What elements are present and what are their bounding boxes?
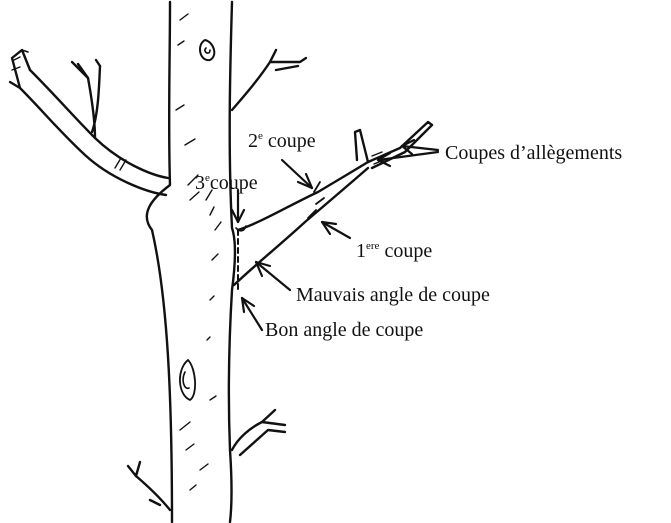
label-right-angle: Bon angle de coupe — [265, 320, 423, 340]
lower-twig — [232, 410, 285, 455]
cut3-word: coupe — [210, 172, 258, 194]
label-cut3: 3ecoupe — [195, 173, 258, 193]
cut2-number: 2 — [248, 130, 258, 152]
label-wrong-angle: Mauvais angle de coupe — [296, 285, 490, 305]
cut1-word: coupe — [379, 240, 432, 262]
upper-right-twig — [232, 50, 306, 110]
left-branch — [10, 50, 168, 195]
cut1-number: 1 — [356, 240, 366, 262]
arrow-right-angle — [242, 298, 262, 330]
label-cut2: 2e coupe — [248, 131, 316, 151]
cut-lines — [236, 226, 246, 290]
cut3-number: 3 — [195, 172, 205, 194]
arrow-cut2 — [282, 160, 312, 188]
label-cut1: 1ere coupe — [356, 241, 432, 261]
base-twig — [128, 462, 170, 510]
label-relief-cuts: Coupes d’allègements — [445, 143, 622, 163]
trunk — [147, 2, 235, 522]
cut2-word: coupe — [263, 130, 316, 152]
cut1-sup: ere — [366, 240, 379, 252]
